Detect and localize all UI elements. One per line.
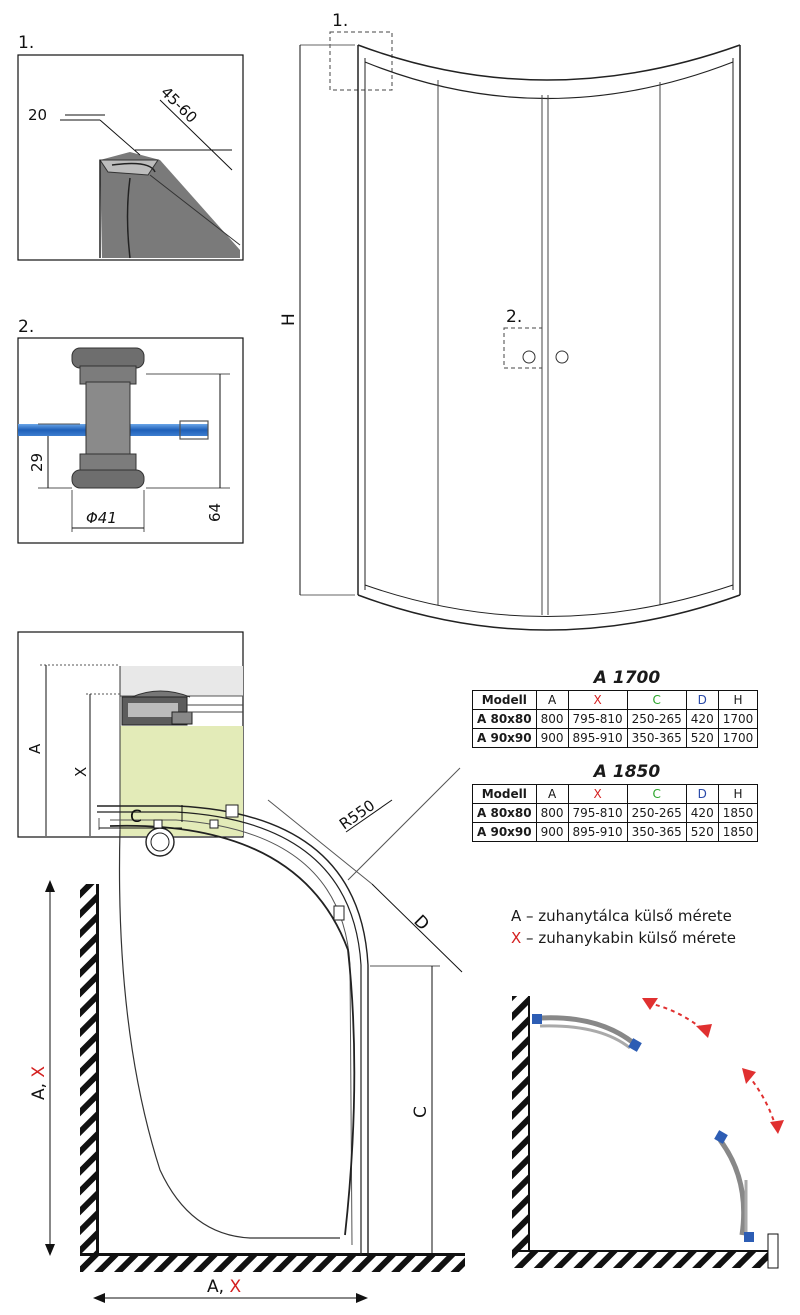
dim-29: 29 — [28, 453, 46, 472]
table-header-row: Modell A X C D H — [472, 690, 759, 710]
table-row: A 90x90 900 895-910 350-365 520 1850 — [472, 822, 759, 842]
dim-diameter: Φ41 — [86, 509, 117, 527]
tray-label-x: X — [72, 767, 90, 777]
dimension-tables: A 1700 Modell A X C D H A 80x80 800 795-… — [472, 668, 782, 842]
table-title-a1850: A 1850 — [593, 762, 661, 782]
detail-1-callout: 1. — [18, 33, 34, 53]
table-row: A 80x80 800 795-810 250-265 420 1700 — [472, 709, 759, 729]
swing-arrow-1 — [647, 1002, 707, 1033]
swing-arrow-2 — [747, 1074, 777, 1129]
detail-1: 1. 20 45-60 — [17, 33, 244, 261]
table-a1700-block: A 1700 Modell A X C D H A 80x80 800 795-… — [472, 668, 782, 748]
knob-top — [71, 347, 145, 369]
tray-section: A X — [17, 631, 244, 838]
wall-bottom — [80, 1256, 465, 1272]
door-2 — [717, 1138, 747, 1236]
profile-shape — [100, 152, 240, 258]
wall-left — [80, 884, 96, 1256]
table-row: A 80x80 800 795-810 250-265 420 1850 — [472, 803, 759, 823]
plan-d: D — [409, 911, 432, 934]
dim-64: 64 — [206, 503, 224, 522]
front-view: 1. 2. H — [279, 11, 741, 631]
legend: A – zuhanytálca külső mérete X – zuhanyk… — [511, 905, 736, 949]
knob-left — [522, 350, 536, 364]
table-a1850: Modell A X C D H A 80x80 800 795-810 250… — [472, 784, 759, 842]
hinge-1 — [532, 1014, 542, 1024]
hinge-2 — [744, 1232, 754, 1242]
front-callout-1: 1. — [332, 11, 348, 31]
plan-bottom-label: A, X — [207, 1277, 241, 1297]
plan-side-label: A, X — [29, 1066, 49, 1100]
detail-2-callout: 2. — [18, 317, 34, 337]
table-row: A 90x90 900 895-910 350-365 520 1700 — [472, 728, 759, 748]
legend-item-a: A – zuhanytálca külső mérete — [511, 907, 732, 925]
front-callout-2: 2. — [506, 307, 522, 327]
tray-label-a: A — [26, 743, 44, 754]
knob-right — [555, 350, 569, 364]
door-panel — [109, 824, 356, 1236]
plan-radius: R550 — [336, 796, 378, 833]
table-title-a1700: A 1700 — [593, 668, 661, 688]
plan-view: C C D R550 A, X A, X — [29, 767, 465, 1303]
knob-bottom — [71, 469, 145, 489]
swing-wall-bottom — [512, 1252, 778, 1268]
plan-c-right: C — [411, 1106, 431, 1118]
dim-20: 20 — [28, 106, 47, 124]
height-label: H — [279, 313, 299, 326]
plan-c-top: C — [130, 807, 142, 827]
door-1 — [539, 1015, 638, 1047]
legend-item-x: X – zuhanykabin külső mérete — [511, 929, 737, 947]
table-a1850-block: A 1850 Modell A X C D H A 80x80 800 795-… — [472, 762, 782, 842]
door-swing-diagram — [512, 996, 784, 1269]
detail-2: 2. 64 29 Φ41 — [17, 317, 244, 544]
swing-wall-left — [512, 996, 528, 1252]
table-a1700: Modell A X C D H A 80x80 800 795-810 250… — [472, 690, 759, 748]
table-header-row: Modell A X C D H — [472, 784, 759, 804]
